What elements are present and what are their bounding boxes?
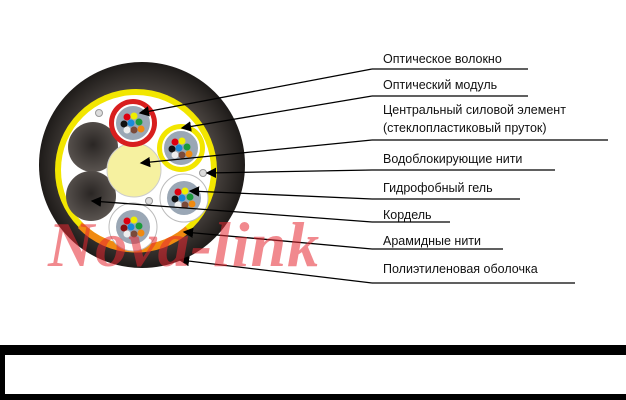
central-strength-member [106, 142, 162, 198]
label-polyethylene-sheath: Полиэтиленовая оболочка [383, 262, 538, 276]
cordel-1 [68, 122, 118, 172]
cable-cross-section-diagram [39, 62, 608, 284]
aramid-orange-segment [78, 222, 190, 253]
water-blocking-threads [95, 109, 207, 205]
label-optical-fiber: Оптическое волокно [383, 52, 502, 66]
optical-fibers [120, 112, 196, 238]
watermark: Nova-link [48, 209, 321, 280]
label-cordel: Кордель [383, 208, 432, 222]
label-water-blocking-threads: Водоблокирующие нити [383, 152, 523, 166]
label-central-strength-member-note: (стеклопластиковый пруток) [383, 121, 547, 135]
leader-lines [90, 68, 608, 284]
label-optical-module: Оптический модуль [383, 78, 498, 92]
cordel-2 [66, 171, 116, 221]
label-central-strength-member: Центральный силовой элемент [383, 103, 566, 117]
bottom-empty-box [5, 355, 626, 394]
label-hydrophobic-gel: Гидрофобный гель [383, 181, 493, 195]
bottom-frame [0, 345, 626, 400]
label-aramid-yarn: Арамидные нити [383, 234, 482, 248]
